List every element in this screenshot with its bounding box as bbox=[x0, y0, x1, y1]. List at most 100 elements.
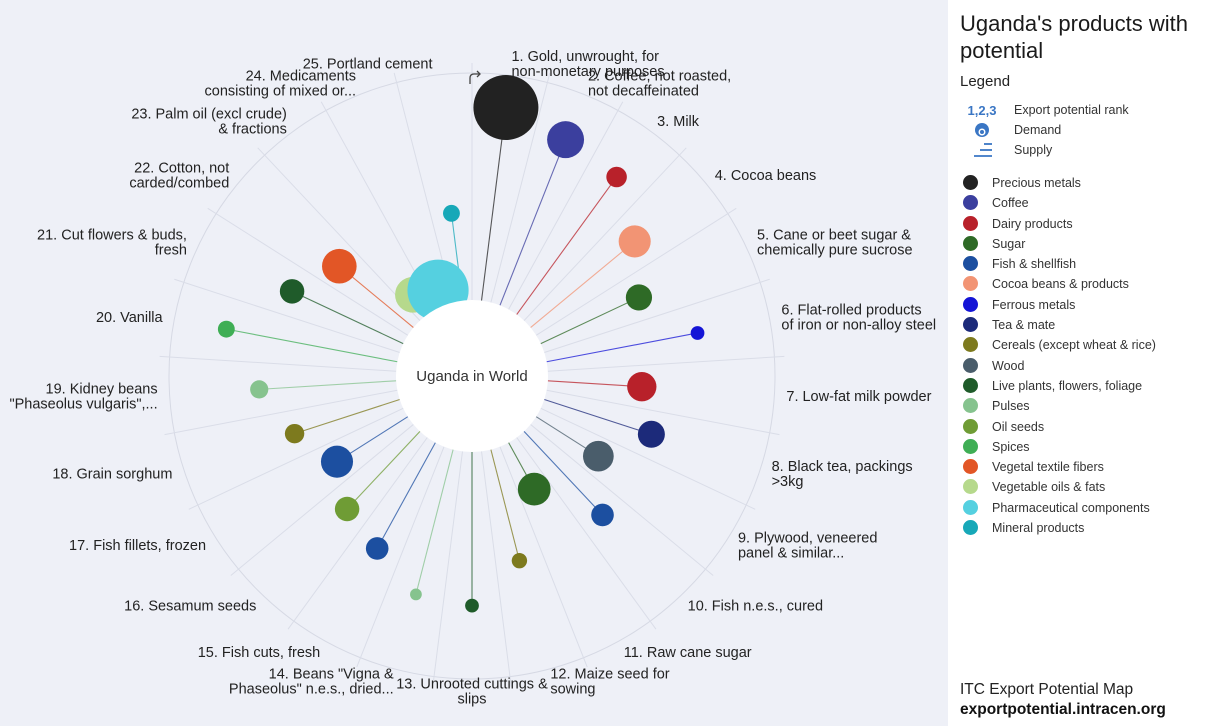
legend-category-dot bbox=[963, 296, 978, 312]
product-label[interactable]: 21. Cut flowers & buds,fresh bbox=[37, 227, 187, 258]
product-bubble[interactable] bbox=[511, 552, 528, 569]
product-label[interactable]: 7. Low-fat milk powder bbox=[786, 389, 931, 405]
product-bubble[interactable] bbox=[284, 423, 305, 444]
legend-category[interactable]: Pulses bbox=[960, 397, 1204, 417]
panel-title: Uganda's products with potential bbox=[960, 11, 1188, 63]
product-label[interactable]: 23. Palm oil (excl crude)& fractions bbox=[131, 107, 287, 138]
legend-category-dot bbox=[963, 337, 978, 353]
legend-category-dot bbox=[963, 357, 978, 373]
legend-category-dot bbox=[963, 215, 978, 231]
product-bubble[interactable] bbox=[582, 440, 614, 472]
grid-line bbox=[164, 389, 398, 436]
product-label[interactable]: 11. Raw cane sugar bbox=[624, 645, 752, 661]
product-spoke bbox=[544, 398, 652, 435]
legend-category-dot bbox=[963, 459, 978, 475]
product-bubble[interactable] bbox=[547, 121, 585, 159]
legend-key-supply-label: Supply bbox=[1014, 143, 1053, 157]
legend-category[interactable]: Spices bbox=[960, 438, 1204, 458]
legend-category[interactable]: Fish & shellfish bbox=[960, 255, 1204, 275]
product-bubble[interactable] bbox=[365, 537, 389, 560]
product-bubble[interactable] bbox=[517, 472, 551, 506]
product-spoke bbox=[530, 240, 636, 328]
product-bubble[interactable] bbox=[322, 248, 357, 284]
product-bubble[interactable] bbox=[618, 225, 651, 258]
product-label[interactable]: 20. Vanilla bbox=[96, 310, 164, 326]
product-bubble[interactable] bbox=[606, 166, 627, 188]
product-label[interactable]: 18. Grain sorghum bbox=[52, 466, 172, 482]
legend-category[interactable]: Vegetable oils & fats bbox=[960, 478, 1204, 498]
grid-line bbox=[546, 389, 780, 436]
product-bubble[interactable] bbox=[690, 326, 705, 340]
legend-category[interactable]: Pharmaceutical components bbox=[960, 499, 1204, 519]
grid-line bbox=[432, 451, 463, 687]
legend-category-label: Spices bbox=[992, 439, 1030, 454]
reset-icon[interactable] bbox=[469, 70, 481, 84]
product-bubble[interactable] bbox=[591, 503, 614, 527]
product-bubble[interactable] bbox=[410, 588, 422, 601]
product-bubble[interactable] bbox=[473, 75, 539, 141]
grid-line bbox=[535, 207, 737, 336]
legend-category[interactable]: Vegetal textile fibers bbox=[960, 458, 1204, 478]
legend-category[interactable]: Tea & mate bbox=[960, 316, 1204, 336]
legend-category[interactable]: Ferrous metals bbox=[960, 296, 1204, 316]
legend-category[interactable]: Dairy products bbox=[960, 215, 1204, 235]
legend-category[interactable]: Mineral products bbox=[960, 519, 1204, 539]
legend-category[interactable]: Precious metals bbox=[960, 174, 1204, 194]
legend-category-dot bbox=[963, 418, 978, 434]
legend-category[interactable]: Wood bbox=[960, 357, 1204, 377]
legend-category[interactable]: Cereals (except wheat & rice) bbox=[960, 336, 1204, 356]
legend-category[interactable]: Sugar bbox=[960, 235, 1204, 255]
footer-url[interactable]: exportpotential.intracen.org bbox=[960, 701, 1166, 718]
legend-category-dot bbox=[963, 377, 978, 393]
legend-category[interactable]: Coffee bbox=[960, 194, 1204, 214]
legend-key-rank-label: Export potential rank bbox=[1014, 103, 1129, 117]
legend-category-dot bbox=[963, 438, 978, 454]
grid-line bbox=[516, 437, 657, 630]
product-label[interactable]: 14. Beans "Vigna &Phaseolus" n.e.s., dri… bbox=[229, 667, 394, 698]
legend-category-dot bbox=[963, 235, 978, 251]
product-label[interactable]: 5. Cane or beet sugar &chemically pure s… bbox=[757, 227, 913, 258]
product-bubble[interactable] bbox=[320, 445, 354, 478]
product-bubble[interactable] bbox=[250, 380, 269, 399]
legend-category[interactable]: Live plants, flowers, foliage bbox=[960, 377, 1204, 397]
product-bubble[interactable] bbox=[279, 279, 305, 304]
product-bubble[interactable] bbox=[625, 284, 653, 311]
product-bubble[interactable] bbox=[443, 204, 460, 222]
grid-line bbox=[159, 355, 397, 372]
legend-category-label: Cereals (except wheat & rice) bbox=[992, 338, 1156, 353]
legend-category[interactable]: Cocoa beans & products bbox=[960, 275, 1204, 295]
product-label[interactable]: 16. Sesamum seeds bbox=[124, 599, 256, 615]
product-label[interactable]: 25. Portland cement bbox=[303, 56, 433, 72]
legend-category-dot bbox=[963, 398, 978, 414]
product-label[interactable]: 19. Kidney beans"Phaseolus vulgaris",... bbox=[9, 381, 157, 412]
product-label[interactable]: 3. Milk bbox=[657, 114, 700, 130]
product-spoke bbox=[376, 442, 436, 549]
product-bubble[interactable] bbox=[465, 598, 479, 613]
product-bubble[interactable] bbox=[217, 320, 235, 338]
legend-category-label: Wood bbox=[992, 358, 1025, 373]
product-label[interactable]: 15. Fish cuts, fresh bbox=[198, 645, 321, 661]
product-label[interactable]: 4. Cocoa beans bbox=[715, 168, 817, 184]
footer-source: ITC Export Potential Map bbox=[960, 681, 1134, 698]
legend-category-dot bbox=[963, 317, 978, 333]
legend-category-dot bbox=[963, 256, 978, 272]
legend-heading: Legend bbox=[960, 73, 1011, 90]
product-label[interactable]: 13. Unrooted cuttings &slips bbox=[396, 677, 548, 708]
product-label[interactable]: 8. Black tea, packings>3kg bbox=[772, 459, 913, 490]
product-bubble[interactable] bbox=[627, 372, 657, 402]
product-bubble[interactable] bbox=[334, 496, 360, 522]
product-label[interactable]: 10. Fish n.e.s., cured bbox=[688, 599, 823, 615]
product-label[interactable]: 2. Coffee, not roasted,not decaffeinated bbox=[588, 69, 731, 100]
legend-key-demand: Demand bbox=[960, 120, 1200, 140]
legend-category[interactable]: Oil seeds bbox=[960, 418, 1204, 438]
product-label[interactable]: 17. Fish fillets, frozen bbox=[69, 538, 206, 554]
product-bubble[interactable] bbox=[637, 420, 665, 448]
